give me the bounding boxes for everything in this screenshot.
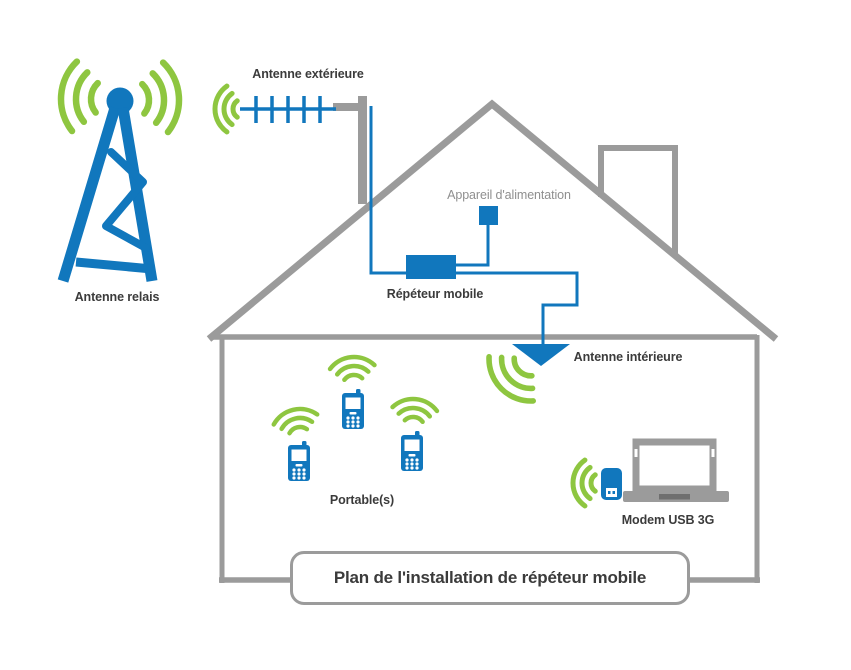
signal-waves-icon xyxy=(329,355,375,381)
power-cable xyxy=(456,225,490,267)
roof-outline xyxy=(206,99,779,342)
yagi-antenna-icon xyxy=(240,96,336,123)
label-phones: Portable(s) xyxy=(329,493,395,507)
title-box: Plan de l'installation de répéteur mobil… xyxy=(290,551,690,605)
usb-modem-icon xyxy=(601,468,622,500)
chimney-outline xyxy=(598,145,678,257)
house-icon xyxy=(206,99,779,583)
diagram-title: Plan de l'installation de répéteur mobil… xyxy=(333,568,647,587)
mobile-phone-icon xyxy=(342,389,364,429)
signal-waves-icon xyxy=(59,61,99,133)
label-power-supply: Appareil d'alimentation xyxy=(447,188,571,202)
signal-waves-icon xyxy=(141,62,181,134)
coax-cable-repeater-to-interior-antenna xyxy=(455,271,579,346)
label-usb-modem: Modem USB 3G xyxy=(621,513,715,527)
mast-icon xyxy=(333,96,367,204)
coax-cable-antenna-to-repeater xyxy=(369,106,406,275)
signal-waves-icon xyxy=(272,405,320,436)
mobile-phone-icon xyxy=(401,431,423,471)
signal-waves-icon xyxy=(391,397,437,423)
label-relay-antenna: Antenne relais xyxy=(74,290,160,304)
label-exterior-antenna: Antenne extérieure xyxy=(252,67,364,81)
label-mobile-repeater: Répéteur mobile xyxy=(386,287,484,301)
signal-waves-icon xyxy=(573,460,595,506)
label-interior-antenna: Antenne intérieure xyxy=(573,350,683,364)
repeater-icon xyxy=(406,255,456,279)
power-supply-icon xyxy=(479,206,498,225)
signal-waves-icon xyxy=(215,86,237,132)
laptop-icon xyxy=(623,438,729,502)
mobile-phone-icon xyxy=(288,441,310,481)
relay-tower-icon xyxy=(57,87,158,283)
interior-antenna-icon xyxy=(512,344,570,366)
